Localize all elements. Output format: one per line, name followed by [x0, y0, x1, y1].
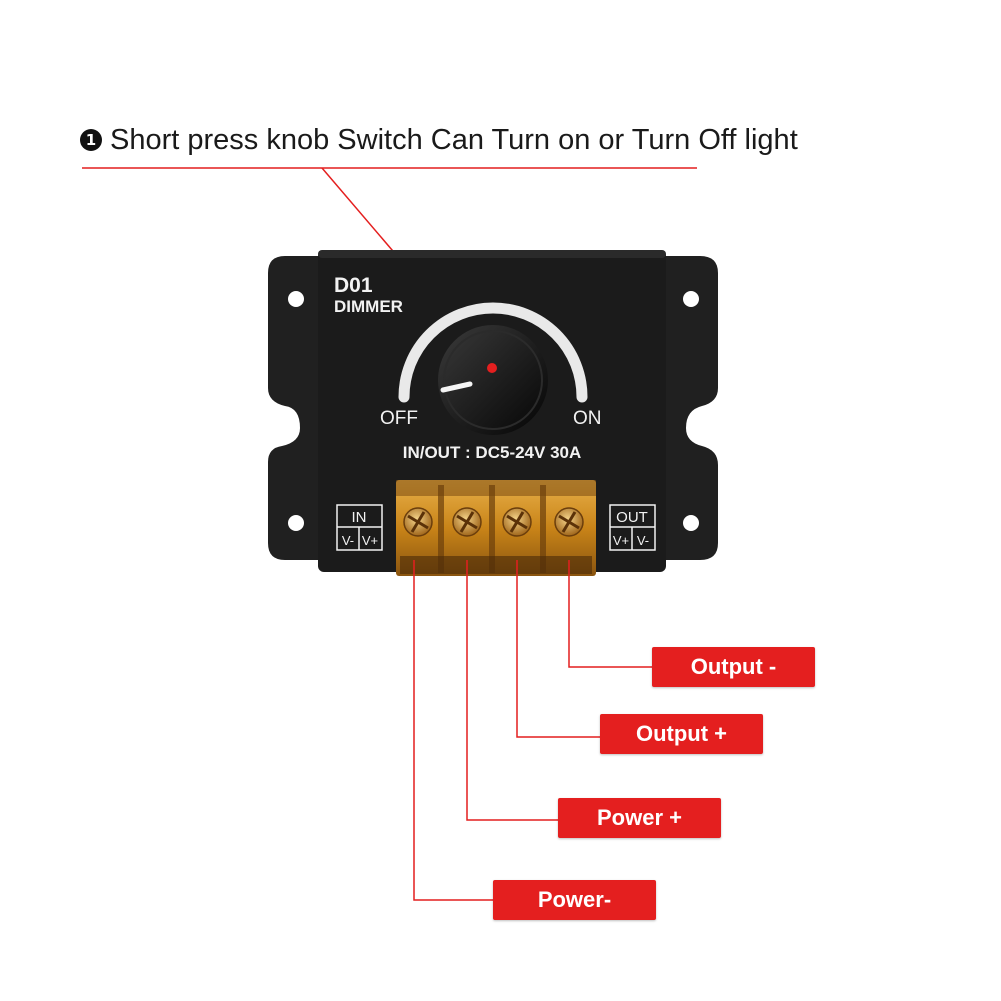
- out-label: OUT: [616, 509, 648, 526]
- right-mounting-flange: [660, 256, 718, 560]
- on-label: ON: [573, 408, 602, 429]
- output-negative-tag: Output -: [652, 647, 815, 687]
- output-positive-tag: Output +: [600, 714, 763, 754]
- step-number-badge: 1: [80, 129, 102, 151]
- in-label: IN: [352, 509, 367, 526]
- left-mounting-flange: [268, 256, 322, 560]
- terminal-screw-1[interactable]: [403, 507, 433, 537]
- terminal-screw-3[interactable]: [502, 507, 532, 537]
- headline-text: Short press knob Switch Can Turn on or T…: [110, 123, 798, 156]
- out-label-box: OUT V+ V-: [609, 504, 656, 551]
- leader-power-positive: [466, 560, 558, 821]
- leader-power-negative: [413, 560, 493, 901]
- mount-hole-top-right: [683, 291, 699, 307]
- leader-output-negative: [568, 560, 652, 668]
- power-positive-tag: Power +: [558, 798, 721, 838]
- control-knob[interactable]: [438, 325, 548, 435]
- in-positive-label: V+: [362, 533, 378, 548]
- out-positive-label: V+: [613, 533, 629, 548]
- mount-hole-bottom-right: [683, 515, 699, 531]
- mount-hole-bottom-left: [288, 515, 304, 531]
- headline: 1 Short press knob Switch Can Turn on or…: [80, 120, 798, 160]
- dial-arc: [398, 302, 588, 403]
- terminal-screw-2[interactable]: [452, 507, 482, 537]
- in-label-box: IN V- V+: [336, 504, 383, 551]
- leader-output-positive: [516, 560, 600, 738]
- knob-indicator: [440, 381, 473, 393]
- power-negative-tag: Power-: [493, 880, 656, 920]
- device-name-label: DIMMER: [334, 297, 403, 316]
- mount-hole-top-left: [288, 291, 304, 307]
- terminal-block: [396, 480, 596, 576]
- model-label: D01: [334, 274, 373, 297]
- out-negative-label: V-: [637, 533, 649, 548]
- off-label: OFF: [380, 408, 418, 429]
- rating-label: IN/OUT : DC5-24V 30A: [403, 443, 582, 462]
- knob-center-dot: [487, 363, 497, 373]
- in-negative-label: V-: [342, 533, 354, 548]
- terminal-screw-4[interactable]: [554, 507, 584, 537]
